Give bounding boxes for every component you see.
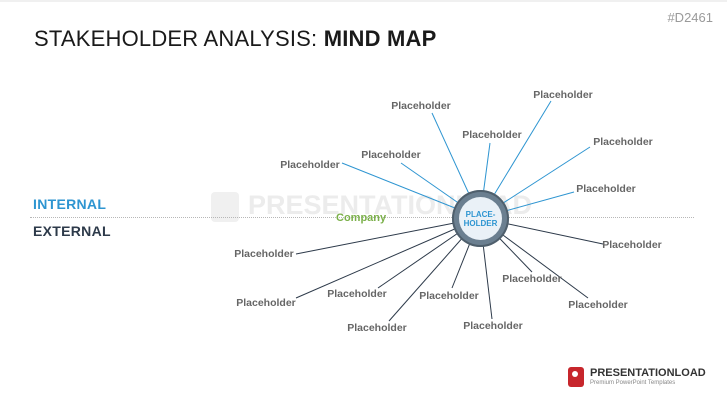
center-node-inner: PLACE- HOLDER [459, 197, 502, 240]
company-label: Company [336, 212, 387, 224]
external-node-label: Placeholder [568, 299, 628, 311]
internal-node-label: Placeholder [280, 159, 340, 171]
external-node-label: Placeholder [419, 290, 479, 302]
internal-node-label: Placeholder [576, 183, 636, 195]
center-node-label: PLACE- HOLDER [463, 209, 498, 228]
external-node-label: Placeholder [463, 320, 523, 332]
external-node-label: Placeholder [234, 248, 294, 260]
internal-node-label: Placeholder [361, 149, 421, 161]
slide-title: STAKEHOLDER ANALYSIS: MIND MAP [34, 26, 437, 52]
internal-label: INTERNAL [33, 196, 107, 212]
brand-logo-tagline: Premium PowerPoint Templates [590, 380, 676, 386]
top-border [0, 0, 727, 2]
internal-node-label: Placeholder [391, 100, 451, 112]
internal-node-label: Placeholder [593, 136, 653, 148]
brand-logo-icon [568, 367, 584, 387]
external-node-label: Placeholder [236, 297, 296, 309]
brand-logo-name: PRESENTATIONLOAD [590, 367, 706, 379]
external-connector [295, 217, 481, 255]
external-connector [295, 217, 481, 299]
title-regular: STAKEHOLDER ANALYSIS: [34, 26, 324, 51]
center-node: PLACE- HOLDER [452, 190, 509, 247]
internal-node-label: Placeholder [533, 89, 593, 101]
internal-node-label: Placeholder [462, 129, 522, 141]
external-label: EXTERNAL [33, 223, 111, 239]
slide-code: #D2461 [667, 10, 713, 25]
zone-divider [30, 217, 694, 218]
external-node-label: Placeholder [327, 288, 387, 300]
title-bold: MIND MAP [323, 26, 437, 51]
external-node-label: Placeholder [347, 322, 407, 334]
external-node-label: Placeholder [502, 273, 562, 285]
external-node-label: Placeholder [602, 239, 662, 251]
